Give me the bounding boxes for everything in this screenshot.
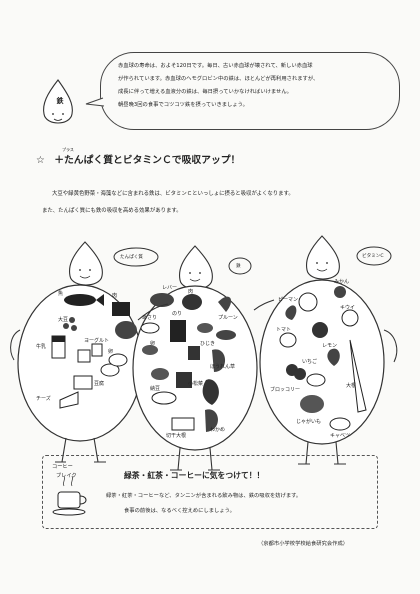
iron-speech: 鉄 [236, 264, 241, 269]
tea-line: 食事の前後は、なるべく控えめにしましょう。 [124, 508, 235, 514]
food-tag: 納豆 [150, 386, 161, 392]
protein-character [10, 241, 143, 463]
section-heading: ☆ ＋たんぱく質とビタミンＣで吸収アップ！ [36, 152, 240, 166]
vitamin-c-character [137, 235, 398, 465]
tea-line: 緑茶・紅茶・コーヒーなど、タンニンが含まれる飲み物は、鉄の吸収を妨げます。 [106, 493, 302, 499]
food-tag: わかめ [210, 427, 226, 433]
food-tag: 卵 [108, 349, 114, 355]
credit: （京都市小学校学校給食研究会作成） [258, 541, 349, 547]
star-icon: ☆ [36, 155, 45, 166]
vitamin-speech-bubble [356, 246, 392, 266]
food-tag: ヨーグルト [84, 338, 110, 344]
bubble-line: 成長に伴って増える血液分の鉄は、毎日摂っていかなければいけません。 [118, 89, 292, 95]
food-tag: 肉 [188, 289, 194, 295]
food-tag: 大豆 [58, 317, 69, 323]
bubble-line: 赤血球の寿命は、およそ120日です。毎日、古い赤血球が壊されて、新しい赤血球 [118, 63, 313, 69]
food-tag: 大根 [346, 383, 357, 389]
coffee-break-label: コーヒー ブレイク [52, 463, 77, 479]
food-tag: 牛乳 [36, 344, 47, 350]
food-tag: ブロッコリー [270, 387, 301, 393]
coffee-break-box [42, 455, 378, 529]
food-tag: 切干大根 [166, 433, 187, 439]
food-tag: みかん [334, 279, 350, 285]
food-tag: トマト [276, 327, 292, 333]
food-tag: ピーマン [278, 297, 299, 303]
bubble-line: 朝昼晩3回の食事でコツコツ鉄を摂っていきましょう。 [118, 102, 248, 108]
food-tag: いちご [302, 359, 318, 365]
food-tag: ほうれん草 [210, 364, 236, 370]
food-tag: レバー [162, 285, 178, 291]
food-tag: 肉 [112, 293, 118, 299]
food-tag: 小松菜 [188, 381, 204, 387]
iron-droplet-character [43, 79, 73, 124]
food-tag: ひじき [200, 341, 216, 347]
intro-text: 大豆や緑黄色野菜・海藻などに含まれる鉄は、ビタミンＣといっしょに摂ると吸収がよく… [42, 186, 294, 220]
protein-speech: たんぱく質 [120, 255, 143, 260]
intro-line: また、たんぱく質にも鉄の吸収を高める効果があります。 [42, 208, 182, 214]
tea-warning-body: 緑茶・紅茶・コーヒーなど、タンニンが含まれる飲み物は、鉄の吸収を妨げます。 食事… [106, 489, 301, 519]
iron-character-label: 鉄 [56, 97, 64, 105]
intro-line: 大豆や緑黄色野菜・海藻などに含まれる鉄は、ビタミンＣといっしょに摂ると吸収がよく… [52, 191, 294, 197]
food-tag: 卵 [150, 341, 156, 347]
coffee-cup-icon [52, 475, 87, 516]
vitamin-speech: ビタミンC [362, 254, 384, 259]
iron-speech-bubble [228, 257, 252, 275]
coffee-label-line: コーヒー [52, 464, 73, 470]
food-tag: チーズ [36, 396, 51, 402]
food-tag: あさり [142, 315, 158, 321]
food-tag: レモン [322, 343, 338, 349]
heading-text: ＋たんぱく質とビタミンＣで吸収アップ！ [54, 155, 241, 166]
food-tag: のり [172, 311, 183, 317]
bubble-text: 赤血球の寿命は、およそ120日です。毎日、古い赤血球が壊されて、新しい赤血球 が… [118, 60, 388, 112]
tea-warning-title: 緑茶・紅茶・コーヒーに気をつけて！！ [124, 471, 265, 480]
info-bubble [100, 52, 400, 130]
food-tag: キャベツ [330, 433, 351, 439]
bubble-tail [85, 97, 105, 107]
protein-speech-bubble [113, 247, 159, 267]
food-tag: じゃがいも [296, 419, 322, 425]
bubble-line: が作られています。赤血球のヘモグロビン中の鉄は、ほとんどが再利用されますが、 [118, 76, 319, 82]
food-tag: 豆腐 [94, 381, 105, 387]
food-tag: プルーン [218, 315, 238, 321]
coffee-label-line: ブレイク [56, 473, 77, 479]
food-tag: キウイ [340, 305, 356, 311]
food-tag: 魚 [58, 291, 64, 297]
heading-furigana: プラス [62, 147, 74, 152]
iron-character [132, 245, 258, 471]
